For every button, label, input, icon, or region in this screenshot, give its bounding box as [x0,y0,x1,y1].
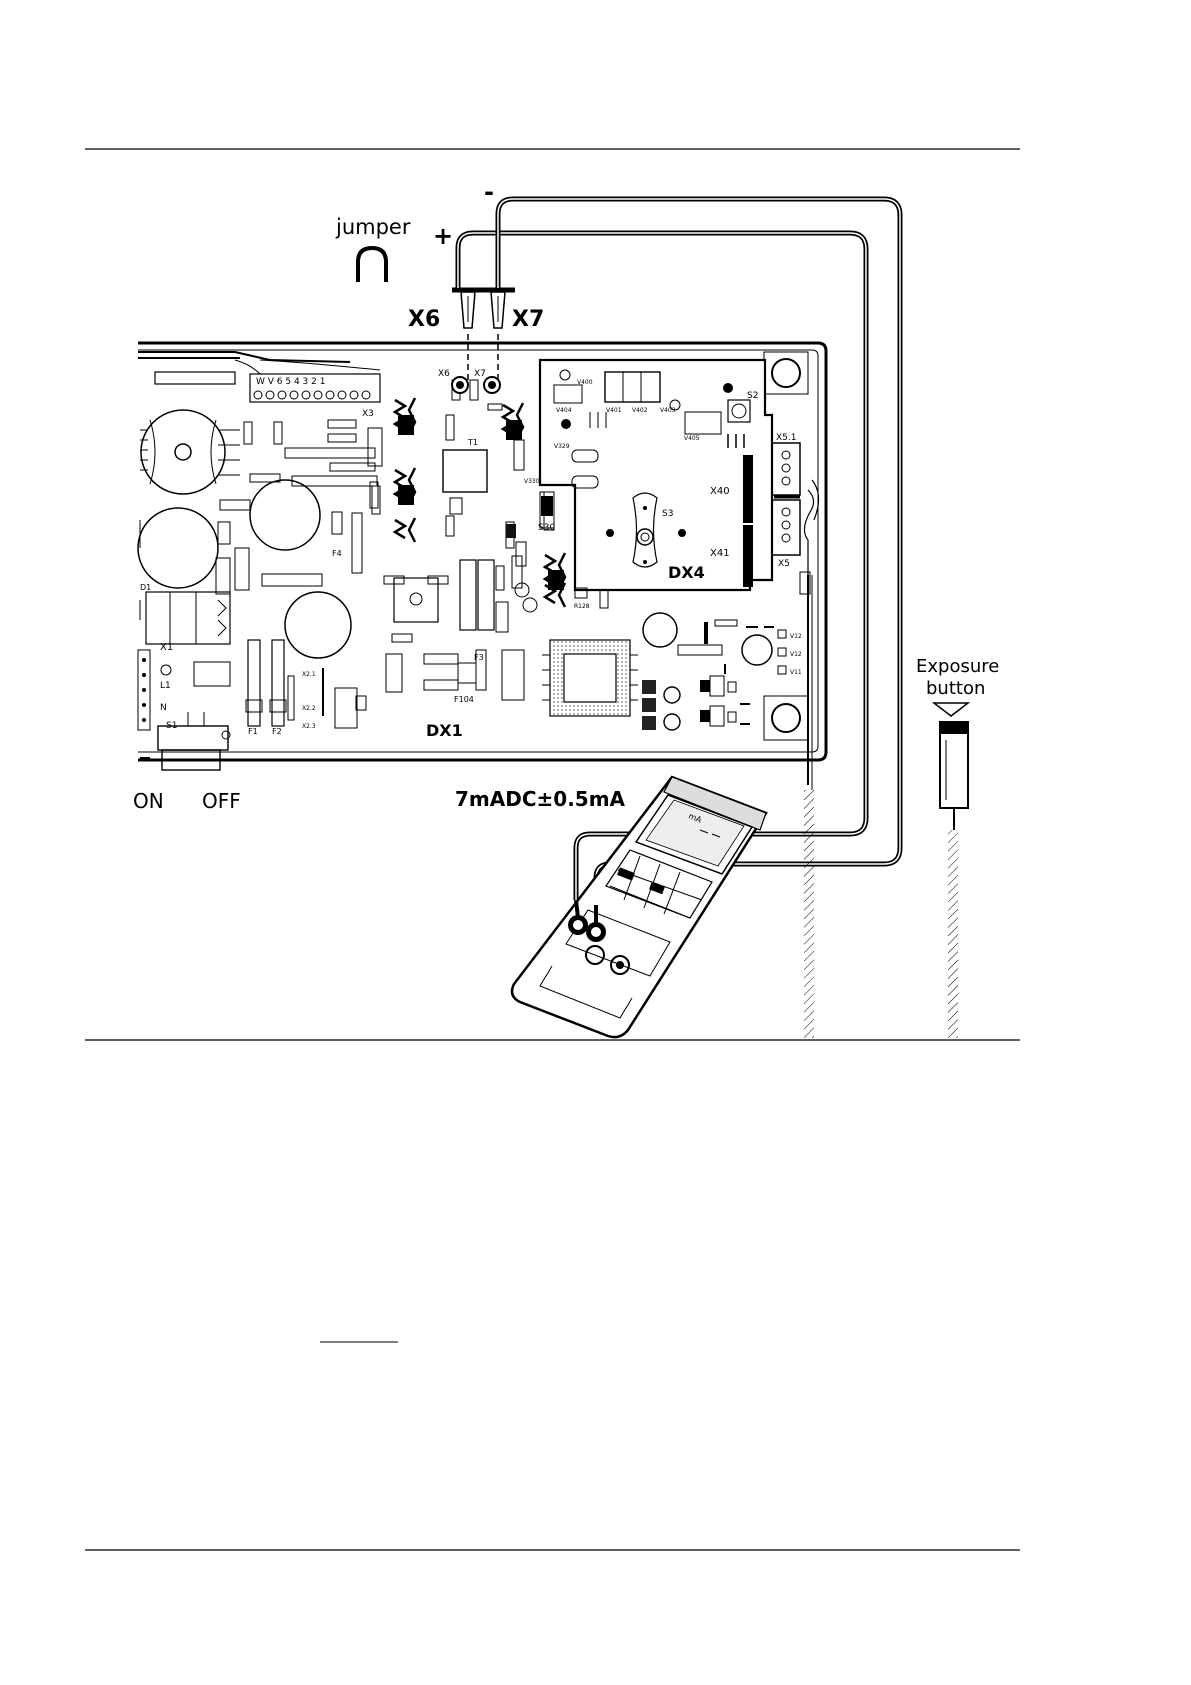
probe-x7 [481,290,515,385]
dx1-label: DX1 [426,721,463,740]
x7-small-label: X7 [474,369,486,379]
d1-label: D1 [140,583,151,592]
f2-label: F2 [272,727,282,736]
s1-label: S1 [166,721,177,731]
x1-label: X1 [160,642,173,653]
cable-to-board [804,790,814,1038]
off-label: OFF [202,789,241,813]
plus-label: + [433,222,453,250]
x6-small-label: X6 [438,369,450,379]
l1-label: L1 [160,681,171,691]
x2-3-label: X2.3 [302,723,316,730]
t1-label: T1 [467,438,478,447]
x6-label: X6 [408,307,440,332]
r128-label: R128 [574,603,590,610]
minus-label: - [484,178,494,206]
exposure-label-line1: Exposure [916,656,999,677]
v12b-label: V12 [790,651,802,658]
v404-label: V404 [556,407,572,414]
x40-label: X40 [710,486,730,497]
jumper-label: jumper [335,215,411,239]
x3-terminal-screws [254,391,370,399]
v403-label: V403 [660,407,676,414]
s3-label: S3 [662,509,673,519]
exposure-button [934,703,968,1038]
s30-label: S30 [538,523,555,533]
x5-1-label: X5.1 [776,433,796,443]
v405-label: V405 [684,435,700,442]
dx4-label: DX4 [668,563,705,582]
x7-label: X7 [512,307,544,332]
x41-label: X41 [710,548,730,559]
v11-label: V11 [790,669,802,676]
x2-1-label: X2.1 [302,671,316,678]
x3-label: X3 [362,409,374,419]
exposure-label-line2: button [926,678,985,699]
v401-label: V401 [606,407,622,414]
v402-label: V402 [632,407,648,414]
x3-terminals-label: W V 6 5 4 3 2 1 [256,377,325,387]
x2-2-label: X2.2 [302,705,316,712]
v12a-label: V12 [790,633,802,640]
s2-label: S2 [747,391,758,401]
on-label: ON [133,789,164,813]
f4-label: F4 [332,549,342,558]
f1-label: F1 [248,727,258,736]
x5-label: X5 [778,559,790,569]
f3-label: F3 [474,653,484,662]
n-label: N [160,703,167,713]
measurement-label: 7mADC±0.5mA [455,787,626,811]
v329-label: V329 [554,443,570,450]
f104-label: F104 [454,695,474,704]
multimeter: mA [512,777,766,1037]
v330-label: V330 [524,478,540,485]
v400-label: V400 [577,379,593,386]
